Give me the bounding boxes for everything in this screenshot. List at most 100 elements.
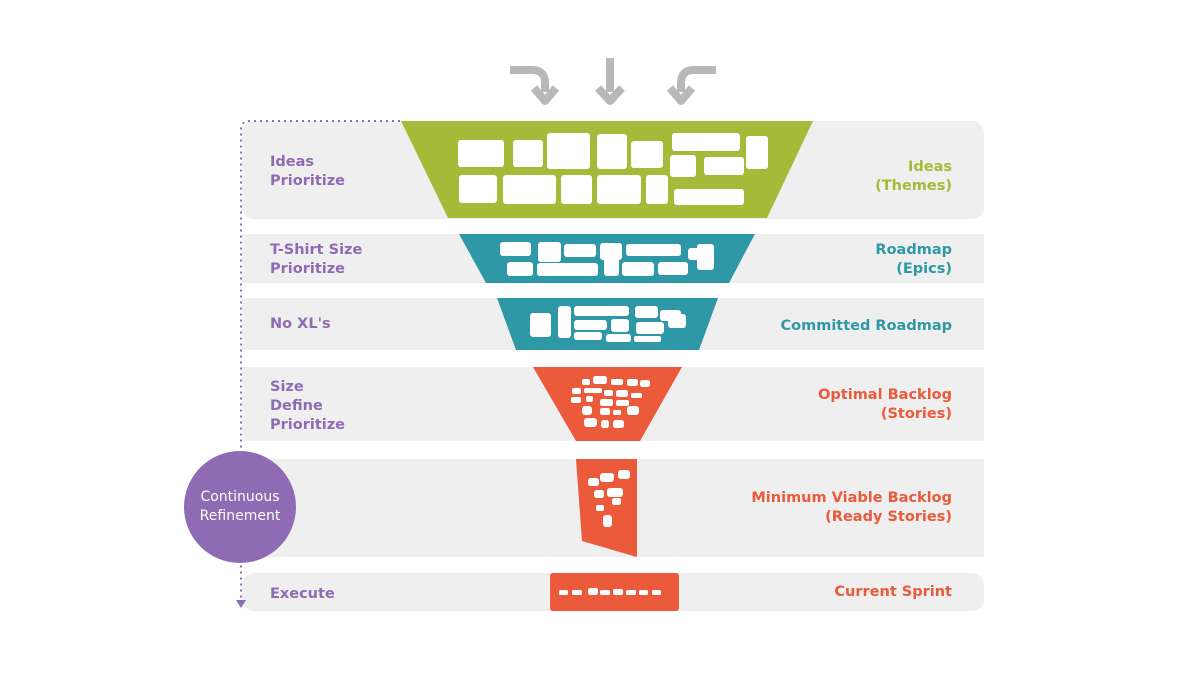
item-block xyxy=(500,242,531,256)
input-arrows xyxy=(510,58,716,105)
item-block xyxy=(564,244,596,257)
item-block xyxy=(584,418,597,427)
loop-dotted-line xyxy=(240,120,400,600)
artifact-label-line: Current Sprint xyxy=(834,584,952,600)
item-block xyxy=(652,590,661,595)
loop-arrowhead xyxy=(236,600,246,608)
stage-artifact-label: Minimum Viable Backlog (Ready Stories) xyxy=(751,489,952,527)
item-block xyxy=(588,588,598,595)
item-block xyxy=(559,590,568,595)
item-block xyxy=(672,133,740,151)
item-blocks xyxy=(458,133,768,595)
item-block xyxy=(574,332,602,340)
item-block xyxy=(613,420,624,428)
item-block xyxy=(574,320,607,330)
item-block xyxy=(611,319,629,332)
item-block xyxy=(582,406,592,415)
item-block xyxy=(616,400,629,406)
activity-label-line: Prioritize xyxy=(270,261,346,277)
item-block xyxy=(616,390,628,397)
continuous-refinement-label: Continuous Refinement xyxy=(184,451,296,563)
item-block xyxy=(631,393,642,398)
item-block xyxy=(607,488,623,497)
item-block xyxy=(697,244,714,270)
stage-artifact-label: Current Sprint xyxy=(834,583,952,602)
stage-activity-label: Execute xyxy=(270,585,335,604)
item-block xyxy=(584,388,602,393)
item-block xyxy=(618,470,630,479)
artifact-label-line: (Stories) xyxy=(880,406,952,422)
artifact-label-line: Committed Roadmap xyxy=(780,318,952,334)
activity-label-line: Execute xyxy=(270,586,335,602)
item-block xyxy=(604,390,613,396)
activity-label-line: Prioritize xyxy=(270,173,346,189)
activity-label-line: Size xyxy=(270,379,304,395)
item-block xyxy=(571,397,581,403)
stage-artifact-label: Optimal Backlog(Stories) xyxy=(818,386,952,424)
item-block xyxy=(507,262,533,276)
artifact-label-line: (Ready Stories) xyxy=(825,509,952,525)
artifact-label-line: (Themes) xyxy=(875,178,952,194)
item-block xyxy=(538,242,561,262)
item-block xyxy=(594,490,604,498)
item-block xyxy=(597,134,627,169)
item-block xyxy=(537,263,598,276)
item-block xyxy=(547,133,590,169)
item-block xyxy=(668,314,686,328)
artifact-label-line: Minimum Viable Backlog xyxy=(751,490,952,506)
stage-artifact-label: Committed Roadmap xyxy=(781,317,952,336)
refinement-loop xyxy=(184,120,400,608)
stage-artifact-label: Roadmap(Epics) xyxy=(875,241,952,279)
item-block xyxy=(593,376,607,384)
item-block xyxy=(458,140,504,167)
item-block xyxy=(574,306,629,316)
artifact-label-line: Ideas xyxy=(907,159,952,175)
item-block xyxy=(640,380,650,387)
item-block xyxy=(588,478,599,486)
loop-label-line-1: Continuous xyxy=(200,489,280,505)
item-block xyxy=(646,175,668,204)
item-block xyxy=(600,408,610,415)
item-block xyxy=(558,306,571,338)
continuous-refinement-circle xyxy=(184,451,296,563)
item-block xyxy=(704,157,744,175)
item-block xyxy=(627,406,639,415)
item-block xyxy=(530,313,551,337)
item-block xyxy=(513,140,543,167)
activity-label-line: Prioritize xyxy=(270,417,346,433)
item-block xyxy=(613,410,621,415)
item-block xyxy=(611,379,623,385)
item-block xyxy=(600,399,613,406)
item-block xyxy=(631,141,663,168)
straight-down-arrow xyxy=(595,58,625,105)
item-block xyxy=(674,189,744,205)
curved-right-arrow xyxy=(666,66,716,105)
item-block xyxy=(597,175,641,204)
item-block xyxy=(612,498,621,505)
item-block xyxy=(603,515,612,527)
item-block xyxy=(572,388,581,394)
loop-label-line-2: Refinement xyxy=(199,508,281,524)
activity-label-line: Define xyxy=(270,398,323,414)
activity-label-line: T-Shirt Size xyxy=(270,242,363,258)
item-block xyxy=(636,322,664,334)
item-block xyxy=(634,336,661,342)
item-block xyxy=(604,251,619,276)
activity-label-line: Ideas xyxy=(270,154,315,170)
item-block xyxy=(596,505,604,511)
item-block xyxy=(572,590,582,595)
item-block xyxy=(600,473,614,482)
item-block xyxy=(582,379,590,385)
item-block xyxy=(746,136,768,169)
stage-artifact-label: Ideas (Themes) xyxy=(875,158,952,196)
curved-left-arrow xyxy=(510,66,560,105)
item-block xyxy=(503,175,556,204)
item-block xyxy=(670,155,696,177)
item-block xyxy=(622,262,654,276)
item-block xyxy=(627,379,638,386)
